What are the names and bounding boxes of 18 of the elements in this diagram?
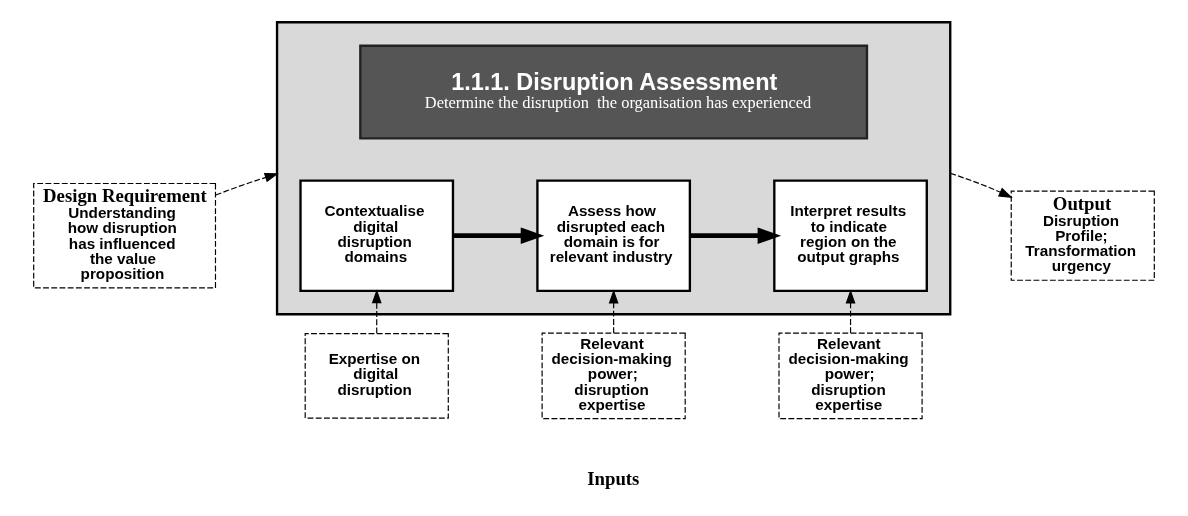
node-box: 1.1.1. Disruption Assessment Determine the disruption the organisation has experienced bbox=[359, 44, 869, 140]
node-box: Relevant decision-making power; disruption expertise bbox=[778, 332, 923, 420]
arrow bbox=[845, 289, 856, 334]
cluster bbox=[275, 21, 952, 316]
node-box: Contextualise digital disruption domains bbox=[299, 179, 455, 292]
node-box: Interpret results to indicate region on the output graphs bbox=[773, 179, 928, 292]
arrow bbox=[949, 172, 1013, 198]
node-box: Output Disruption Profile; Transformation urgency bbox=[1010, 190, 1155, 281]
arrow bbox=[690, 227, 782, 244]
node-box: Relevant decision-making power; disruption expertise bbox=[541, 332, 686, 420]
node-box: Expertise on digital disruption bbox=[304, 333, 449, 419]
arrow bbox=[608, 289, 619, 334]
arrow bbox=[453, 227, 545, 244]
arrow bbox=[215, 172, 279, 196]
arrow bbox=[371, 289, 382, 334]
node-box: Assess how disrupted each domain is for relevant industry bbox=[536, 179, 692, 292]
node-box: Design Requirement Understanding how disruption has influenced the value proposition bbox=[33, 182, 217, 289]
label: Inputs bbox=[587, 468, 640, 490]
